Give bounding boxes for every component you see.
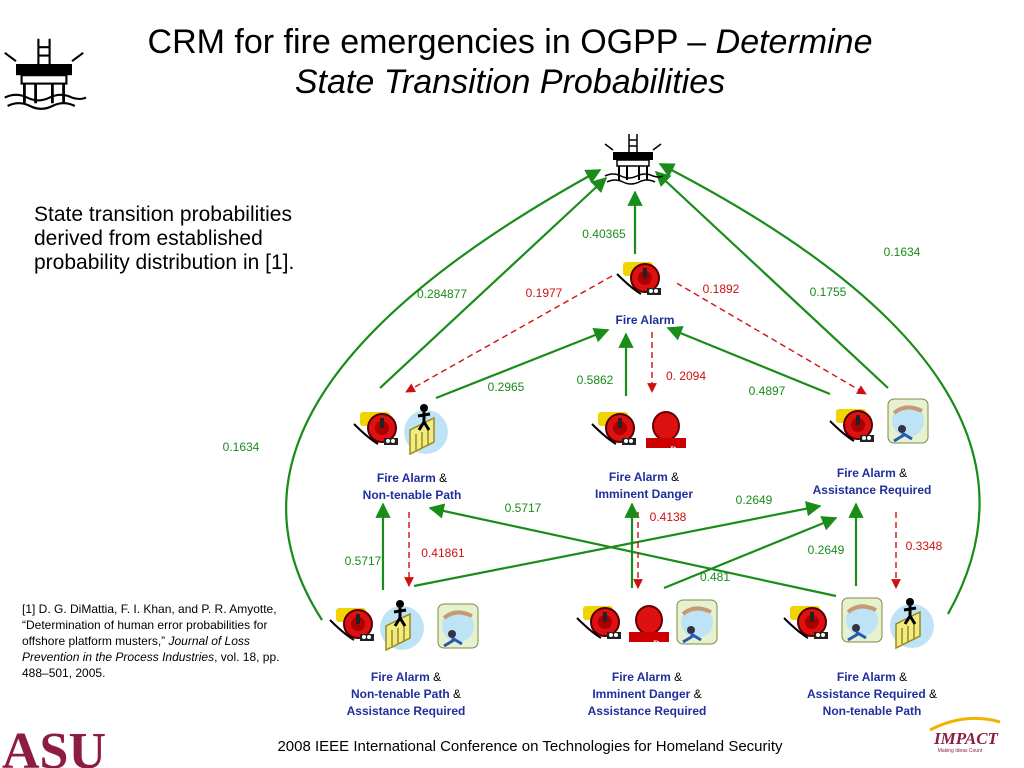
transition-prob-n4-platform: 0.1755 [810,285,847,299]
transition-prob-n7-n2: 0.5717 [505,501,542,515]
node-label-n7-2: Non-tenable Path [823,704,922,718]
transition-prob-n1-n4: 0.1892 [703,282,740,296]
transition-prob-n6-n2: 0.481 [700,570,730,584]
transition-prob-n5-platform: 0.1634 [223,440,260,454]
node-assistance-icons [829,397,930,445]
node-imminent-icons: Danger! [591,411,702,455]
impact-logo-sub: Making Ideas Count [938,748,983,754]
transition-edge-n2-platform [379,176,608,389]
node-label-n4-0: Fire Alarm & [837,466,907,480]
node-label-n5-1: Non-tenable Path & [351,687,461,701]
transition-edges [285,163,981,621]
reference-pre: [1] D. G. DiMattia, F. I. Khan, and P. R… [22,602,277,648]
transition-edge-n4-n1 [666,326,831,396]
danger-label: Danger! [670,445,702,455]
transition-prob-n6-n4: 0.2649 [808,543,845,557]
transition-edge-n7-platform [658,163,981,615]
node-nontenable-icons [353,402,450,456]
node-label-n6-1: Imminent Danger & [592,687,701,701]
footer-text: 2008 IEEE International Conference on Te… [277,738,783,755]
slide-title: CRM for fire emergencies in OGPP – Deter… [60,22,960,102]
danger-label-2: Danger! [653,639,685,649]
title-italic-1: Determine [715,23,873,61]
description-text: State transition probabilities derived f… [34,203,295,274]
impact-logo-text: IMPACT [933,729,999,748]
node-label-n3-0: Fire Alarm & [609,470,679,484]
transition-prob-n1-n2: 0.1977 [526,286,563,300]
transition-edge-n5-n4 [413,501,822,588]
transition-prob-n4-n7: 0.3348 [906,539,943,553]
transition-edge-n1-n4 [667,277,867,395]
node-label-n7-0: Fire Alarm & [837,670,907,684]
node-label-n6-0: Fire Alarm & [612,670,682,684]
node-imminent-assist-icons: Danger! [576,598,719,649]
transition-edge-n2-n1 [435,327,610,400]
title-italic-2: State Transition Probabilities [294,63,726,101]
node-label-n6-2: Assistance Required [588,704,707,718]
transition-prob-n1-n3: 0. 2094 [666,369,706,383]
node-label-n7-1: Assistance Required & [807,687,937,701]
asu-logo: ASU [2,723,106,768]
transition-edge-n5-platform [285,169,602,621]
transition-prob-n2-n5: 0.41861 [421,546,465,560]
transition-prob-n5-n4: 0.2649 [736,493,773,507]
node-fire-alarm-icons [613,254,677,302]
node-label-n5-0: Fire Alarm & [371,670,441,684]
transition-prob-n2-n1: 0.2965 [488,380,525,394]
node-label-n3-1: Imminent Danger [595,487,693,501]
transition-prob-n2-platform: 0.284877 [417,287,467,301]
reference-text: [1] D. G. DiMattia, F. I. Khan, and P. R… [22,601,292,681]
transition-edge-n4-platform [654,170,889,389]
oil-platform-icon-title [3,37,88,111]
title-main: CRM for fire emergencies in OGPP – [147,23,716,61]
transition-prob-n1-platform: 0.40365 [582,227,626,241]
reference-post: , vol. 18, pp. 488–501, 2005. [22,650,280,680]
transition-prob-n3-n6: 0.4138 [650,510,687,524]
transition-edge-n6-n4 [663,516,838,590]
node-label-n5-2: Assistance Required [347,704,466,718]
node-label-n2-0: Fire Alarm & [377,471,447,485]
reference-journal: Journal of Loss Prevention in the Proces… [22,634,250,664]
node-label-n2-1: Non-tenable Path [363,488,462,502]
impact-logo: IMPACT Making Ideas Count [929,716,1001,754]
transition-prob-n7-platform: 0.1634 [884,245,921,259]
node-nontenable-assist-icons [329,598,480,652]
transition-prob-n4-n1: 0.4897 [749,384,786,398]
transition-labels: 0.40365 0.1977 0.1892 0. 2094 0.284877 0.2965… [223,227,943,584]
transition-prob-n5-n2: 0.5717 [345,554,382,568]
node-assist-nontenable-icons [783,596,936,650]
node-label-n1-0: Fire Alarm [616,313,675,327]
asu-logo-text: ASU [2,723,106,768]
node-label-n4-1: Assistance Required [813,483,932,497]
transition-prob-n3-n1: 0.5862 [577,373,614,387]
oil-platform-icon [604,133,664,185]
